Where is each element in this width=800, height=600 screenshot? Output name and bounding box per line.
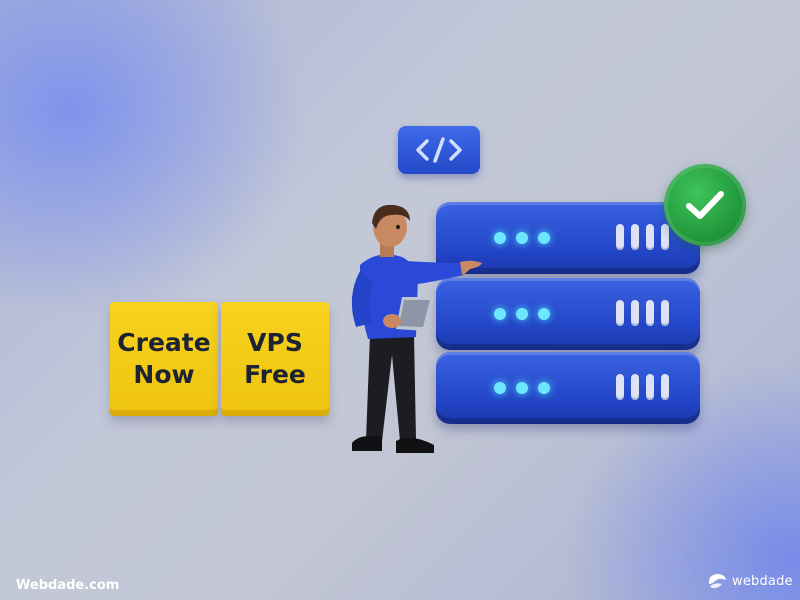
status-led-icon: [494, 382, 506, 394]
checkmark-icon: [686, 191, 724, 219]
server-unit-top: [436, 202, 700, 274]
status-led-icon: [538, 308, 550, 320]
server-unit-bottom: [436, 352, 700, 424]
site-url-text: Webdade.com: [16, 578, 120, 593]
brand-name-text: webdade: [732, 573, 793, 589]
brand-logo: webdade: [706, 572, 793, 590]
create-now-block: Create Now: [110, 302, 218, 416]
vps-free-block: VPS Free: [221, 302, 329, 416]
status-led-icon: [494, 308, 506, 320]
webdade-logo-icon: [708, 574, 726, 589]
create-now-text: Create Now: [117, 328, 211, 389]
code-brackets-icon: [416, 137, 462, 163]
status-led-icon: [516, 232, 528, 244]
status-led-icon: [538, 232, 550, 244]
code-badge: [398, 126, 480, 174]
person-illustration: [351, 205, 482, 453]
vps-free-text: VPS Free: [244, 328, 306, 389]
status-led-icon: [494, 232, 506, 244]
server-unit-middle: [436, 278, 700, 350]
success-badge: [664, 164, 746, 246]
status-led-icon: [538, 382, 550, 394]
status-led-icon: [516, 382, 528, 394]
status-led-icon: [516, 308, 528, 320]
